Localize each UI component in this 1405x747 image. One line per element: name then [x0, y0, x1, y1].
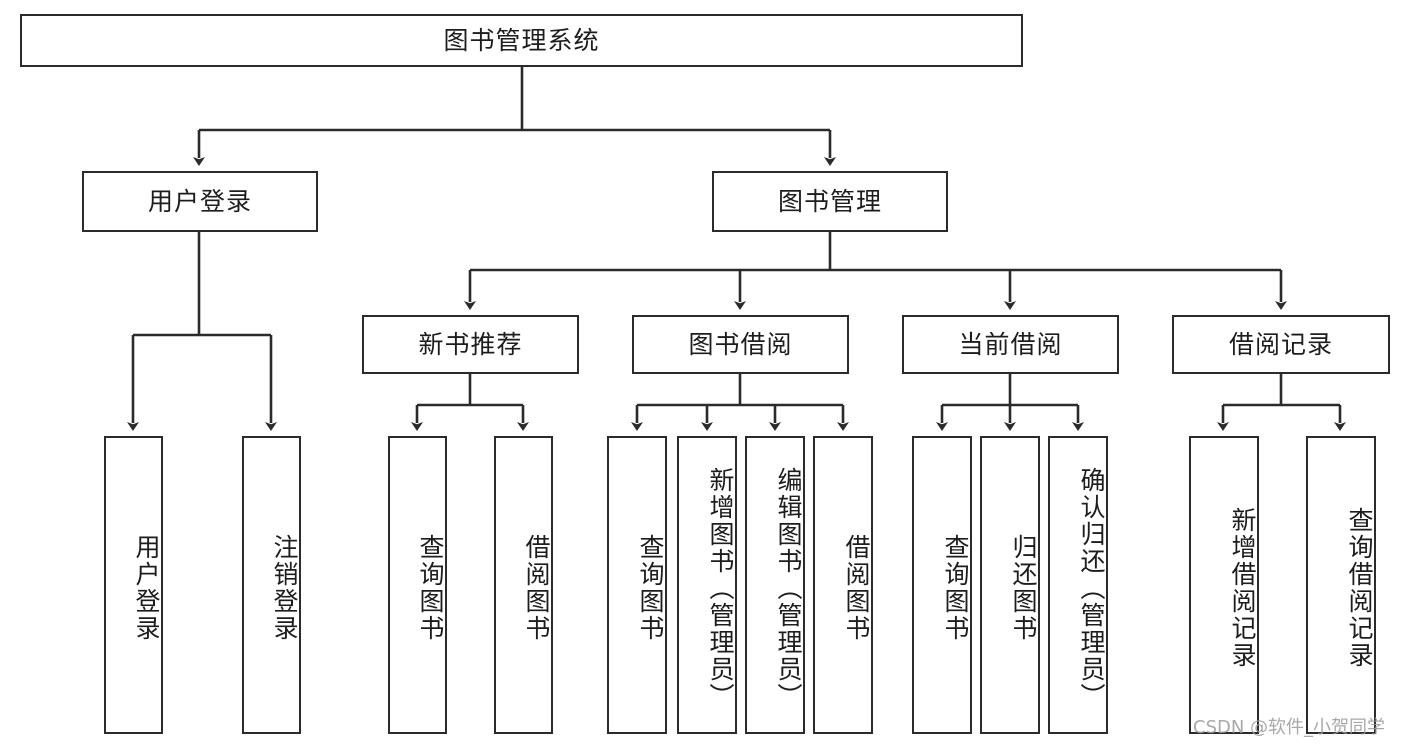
node-label: 编辑图书（管理员） [774, 466, 803, 710]
node-user-login[interactable]: 用户登录 [82, 171, 318, 232]
node-label: 查询图书 [941, 534, 970, 642]
node-current-borrow[interactable]: 当前借阅 [902, 315, 1119, 374]
node-leaf-query-book-borrow[interactable]: 查询图书 [607, 436, 667, 734]
node-label: 图书借阅 [688, 329, 793, 359]
node-leaf-confirm-return-admin[interactable]: 确认归还（管理员） [1048, 436, 1108, 734]
node-label: 查询图书 [636, 534, 665, 642]
node-leaf-add-book-admin[interactable]: 新增图书（管理员） [677, 436, 737, 734]
node-label: 图书管理 [777, 186, 882, 216]
node-label: 归还图书 [1009, 534, 1038, 642]
node-label: 用户登录 [132, 534, 161, 642]
node-label: 查询借阅记录 [1345, 507, 1374, 669]
node-label: 借阅记录 [1228, 329, 1333, 359]
node-label: 新增借阅记录 [1228, 507, 1257, 669]
node-label: 借阅图书 [842, 534, 871, 642]
node-leaf-borrow-book[interactable]: 借阅图书 [813, 436, 873, 734]
node-leaf-query-book-recommend[interactable]: 查询图书 [388, 436, 447, 734]
node-leaf-logout[interactable]: 注销登录 [242, 436, 301, 734]
node-label: 查询图书 [416, 534, 445, 642]
node-leaf-edit-book-admin[interactable]: 编辑图书（管理员） [745, 436, 805, 734]
node-label: 用户登录 [147, 186, 252, 216]
node-leaf-query-book-current[interactable]: 查询图书 [912, 436, 972, 734]
csdn-watermark: CSDN @软件_小贺同学 [1193, 717, 1386, 738]
node-root-system[interactable]: 图书管理系统 [20, 14, 1023, 67]
node-label: 确认归还（管理员） [1077, 466, 1106, 710]
node-leaf-query-borrow-record[interactable]: 查询借阅记录 [1306, 436, 1376, 734]
node-label: 新书推荐 [418, 329, 523, 359]
node-book-borrow[interactable]: 图书借阅 [632, 315, 849, 374]
node-new-book-recommend[interactable]: 新书推荐 [362, 315, 579, 374]
node-book-management[interactable]: 图书管理 [712, 171, 948, 232]
node-leaf-add-borrow-record[interactable]: 新增借阅记录 [1189, 436, 1259, 734]
node-leaf-user-login[interactable]: 用户登录 [104, 436, 163, 734]
node-label: 图书管理系统 [443, 25, 600, 55]
node-label: 注销登录 [270, 534, 299, 642]
node-borrow-record[interactable]: 借阅记录 [1172, 315, 1390, 374]
node-leaf-borrow-book-recommend[interactable]: 借阅图书 [494, 436, 553, 734]
node-label: 借阅图书 [522, 534, 551, 642]
node-leaf-return-book[interactable]: 归还图书 [980, 436, 1040, 734]
node-label: 当前借阅 [958, 329, 1063, 359]
node-label: 新增图书（管理员） [706, 466, 735, 710]
